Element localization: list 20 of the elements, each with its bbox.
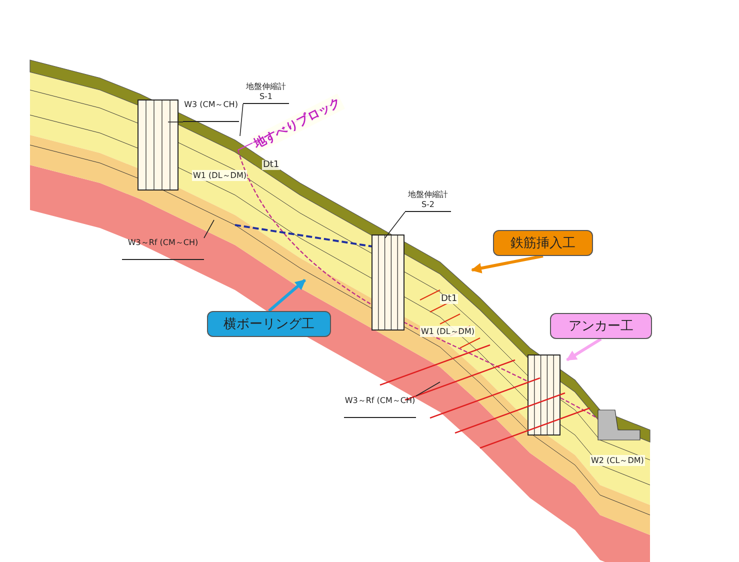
leader-line xyxy=(416,382,440,396)
callout-pointer xyxy=(268,278,306,312)
annotation-label: W3 (CM～CH) xyxy=(183,100,239,122)
layer-label: Dt1 xyxy=(262,160,280,170)
callout-pointer xyxy=(470,254,544,274)
layer-label: Dt1 xyxy=(440,294,458,304)
callout-pointer xyxy=(566,338,602,362)
callout-box: 鉄筋挿入工 xyxy=(493,230,593,256)
annotation-label: W3～Rf (CM～CH) xyxy=(344,396,416,418)
annotation-label: 地盤伸縮計 S-2 xyxy=(405,190,451,212)
annotation-label: W3～Rf (CM～CH) xyxy=(122,238,204,260)
layer-label: W2 (CL～DM) xyxy=(590,455,645,466)
leader-line xyxy=(204,220,214,238)
callout-box: 横ボーリング工 xyxy=(207,311,331,337)
callout-box: アンカー工 xyxy=(550,313,652,339)
leader-line xyxy=(240,104,244,136)
annotation-label: 地盤伸縮計 S-1 xyxy=(243,82,289,104)
leader-line xyxy=(384,212,406,238)
layer-label: W1 (DL～DM) xyxy=(192,170,248,181)
layer-label: W1 (DL～DM) xyxy=(420,326,476,337)
